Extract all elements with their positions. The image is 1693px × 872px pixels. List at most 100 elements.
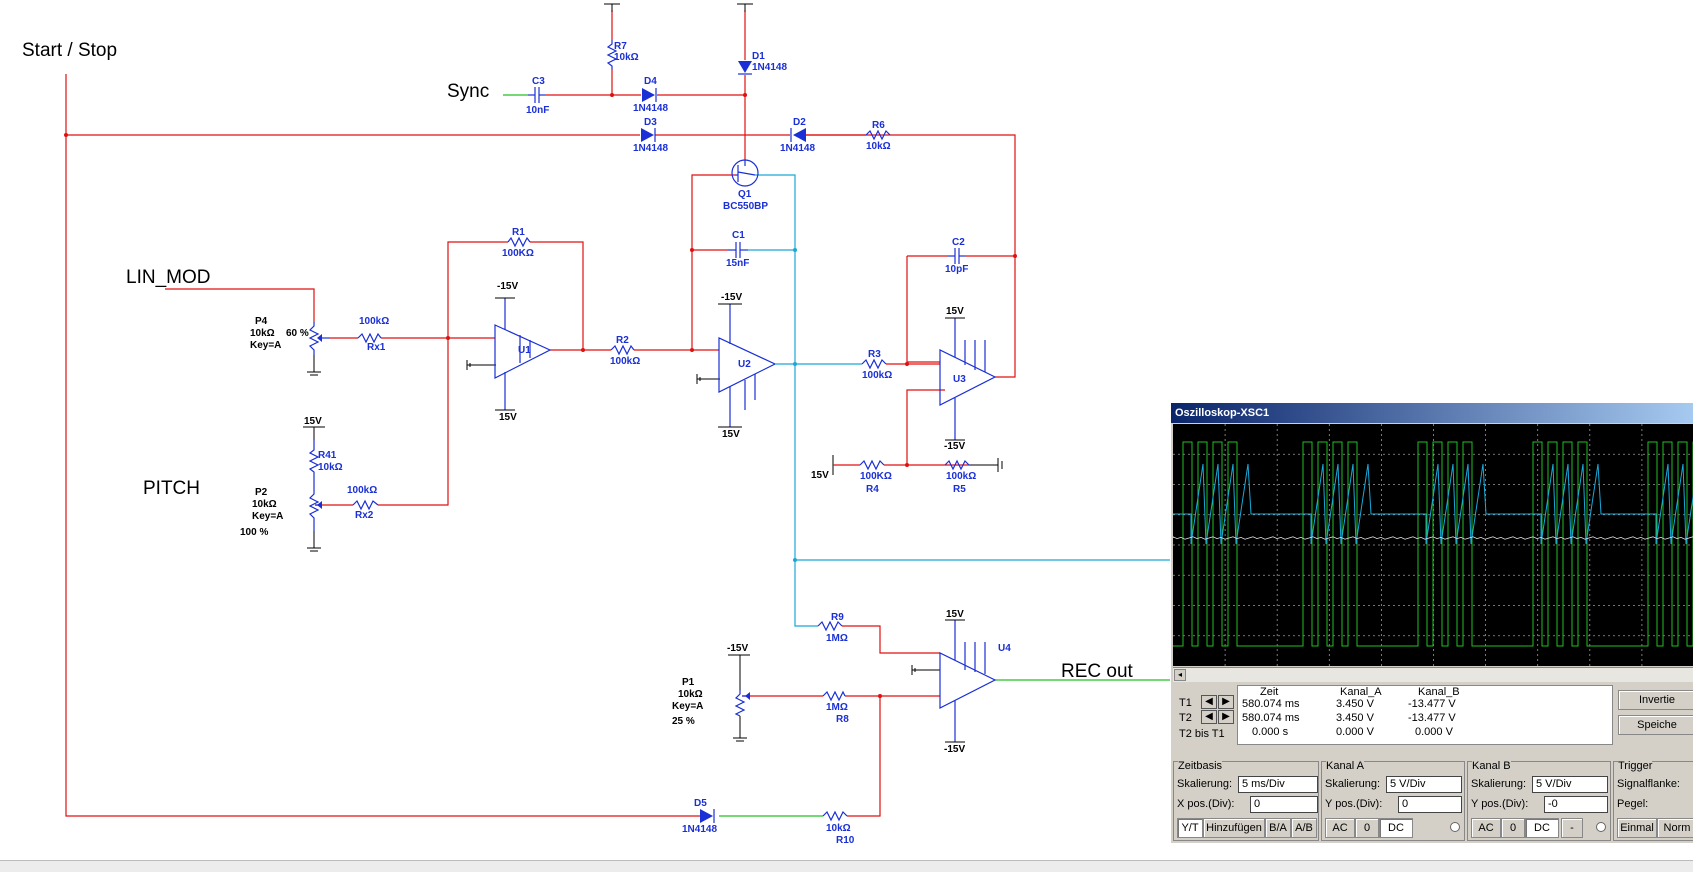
scroll-left-arrow-icon[interactable]: ◂ [1174, 669, 1186, 681]
scope-display[interactable] [1172, 424, 1693, 666]
timebase-xpos-input[interactable]: 0 [1250, 796, 1318, 813]
channel-b-ac-button[interactable]: AC [1471, 818, 1501, 838]
capacitor-c2[interactable] [948, 248, 965, 264]
diode-d2[interactable] [790, 128, 806, 142]
d5-ref: D5 [694, 798, 707, 809]
scope-scrollbar[interactable]: ◂ [1173, 667, 1693, 682]
r5-value: 100kΩ [946, 471, 976, 482]
channel-b-zero-button[interactable]: 0 [1501, 818, 1525, 838]
status-bar [0, 860, 1693, 872]
channel-a-ac-button[interactable]: AC [1325, 818, 1355, 838]
resistor-r1[interactable] [507, 236, 531, 248]
diode-d5[interactable] [700, 809, 715, 823]
channel-a-ypos-input[interactable]: 0 [1398, 796, 1462, 813]
t1-kanal-a: 3.450 V [1336, 698, 1374, 710]
t2-right-arrow-icon[interactable]: ▶ [1218, 710, 1234, 724]
r1-value: 100KΩ [502, 248, 534, 259]
r41-value: 10kΩ [318, 462, 343, 473]
transistor-q1[interactable] [731, 159, 759, 187]
r8-value: 1MΩ [826, 702, 848, 713]
t1-left-arrow-icon[interactable]: ◀ [1201, 695, 1217, 709]
resistor-r7[interactable] [606, 40, 618, 70]
trigger-single-button[interactable]: Einmal [1617, 818, 1657, 838]
wires [65, 10, 1170, 817]
p4-key: Key=A [250, 340, 281, 351]
r6-ref: R6 [872, 120, 885, 131]
mode-yt-button[interactable]: Y/T [1177, 818, 1203, 838]
resistor-r5[interactable] [944, 459, 970, 471]
resistor-r6[interactable] [806, 129, 891, 141]
channel-a-zero-button[interactable]: 0 [1355, 818, 1379, 838]
opamp-u2[interactable] [718, 303, 795, 428]
c3-ref: C3 [532, 76, 545, 87]
d2-ref: D2 [793, 117, 806, 128]
timebase-title: Zeitbasis [1178, 760, 1223, 772]
mode-ab-button[interactable]: A/B [1291, 818, 1317, 838]
junction-dots-cyan [793, 248, 797, 562]
c2-ref: C2 [952, 237, 965, 248]
c1-ref: C1 [732, 230, 745, 241]
channel-a-dc-button[interactable]: DC [1379, 818, 1413, 838]
resistor-r41[interactable] [308, 440, 320, 490]
p1-value: 10kΩ [678, 689, 703, 700]
rx1-ref: Rx1 [367, 342, 386, 353]
channel-b-ypos-input[interactable]: -0 [1544, 796, 1608, 813]
resistor-r9[interactable] [817, 620, 843, 632]
opamp-u3[interactable] [939, 317, 997, 441]
t2-left-arrow-icon[interactable]: ◀ [1201, 710, 1217, 724]
oscilloscope-window[interactable]: Oszilloskop-XSC1 ◂ T1 ◀ ▶ T2 ◀ ▶ T2 bis … [1170, 403, 1693, 843]
rx1-value: 100kΩ [359, 316, 389, 327]
channel-b-scale-input[interactable]: 5 V/Div [1532, 776, 1608, 793]
capacitor-c1[interactable] [728, 242, 748, 258]
col-zeit: Zeit [1260, 686, 1279, 698]
potentiometer-p2[interactable] [308, 490, 322, 531]
resistor-r8[interactable] [822, 690, 846, 702]
t1-right-arrow-icon[interactable]: ▶ [1218, 695, 1234, 709]
diode-d4[interactable] [642, 88, 657, 102]
channel-b-invert-button[interactable]: - [1561, 818, 1583, 838]
diode-d1[interactable] [738, 61, 752, 75]
potentiometer-p1[interactable] [734, 690, 750, 717]
channel-a-scale-input[interactable]: 5 V/Div [1386, 776, 1462, 793]
c1-value: 15nF [726, 258, 749, 269]
channel-a-radio-icon[interactable] [1450, 822, 1460, 832]
resistor-r10[interactable] [822, 810, 848, 822]
invert-button[interactable]: Invertie [1618, 690, 1693, 710]
d3-value: 1N4148 [633, 143, 668, 154]
save-button[interactable]: Speiche [1618, 715, 1693, 735]
channel-b-radio-icon[interactable] [1596, 822, 1606, 832]
t2-kanal-a: 3.450 V [1336, 712, 1374, 724]
u2-vneg: -15V [721, 292, 742, 303]
delta-zeit: 0.000 s [1252, 726, 1289, 738]
scope-title-bar[interactable]: Oszilloskop-XSC1 [1171, 403, 1693, 423]
r7-ref: R7 [614, 41, 627, 52]
resistor-r3[interactable] [861, 358, 887, 370]
resistor-rx1[interactable] [357, 332, 382, 344]
r2-ref: R2 [616, 335, 629, 346]
potentiometer-p4[interactable] [308, 322, 330, 355]
channel-b-dc-button[interactable]: DC [1525, 818, 1559, 838]
u3-vneg: -15V [944, 441, 965, 452]
r6-value: 10kΩ [866, 141, 891, 152]
timebase-scale-label: Skalierung: [1177, 778, 1233, 790]
mode-ba-button[interactable]: B/A [1265, 818, 1291, 838]
resistor-rx2[interactable] [352, 499, 379, 511]
t1-zeit: 580.074 ms [1242, 698, 1300, 710]
supply-symbols [303, 3, 1003, 742]
timebase-scale-input[interactable]: 5 ms/Div [1238, 776, 1318, 793]
trigger-edge-label: Signalflanke: [1617, 778, 1680, 790]
cursor-readout-table: Zeit Kanal_A Kanal_B 580.074 ms 3.450 V … [1237, 685, 1613, 745]
trigger-panel: Trigger Signalflanke: Pegel: Einmal Norm [1613, 760, 1693, 841]
capacitor-c3[interactable] [528, 87, 545, 103]
diode-d3[interactable] [641, 128, 656, 142]
p4-ref: P4 [255, 316, 268, 327]
u2-vpos: 15V [722, 429, 740, 440]
resistor-r4[interactable] [859, 459, 885, 471]
mode-add-button[interactable]: Hinzufügen [1203, 818, 1265, 838]
trigger-normal-button[interactable]: Norm [1657, 818, 1693, 838]
channel-b-ypos-label: Y pos.(Div): [1471, 798, 1529, 810]
opamp-u4[interactable] [939, 619, 997, 743]
resistor-r2[interactable] [610, 344, 635, 356]
opamp-u1[interactable] [494, 297, 552, 411]
